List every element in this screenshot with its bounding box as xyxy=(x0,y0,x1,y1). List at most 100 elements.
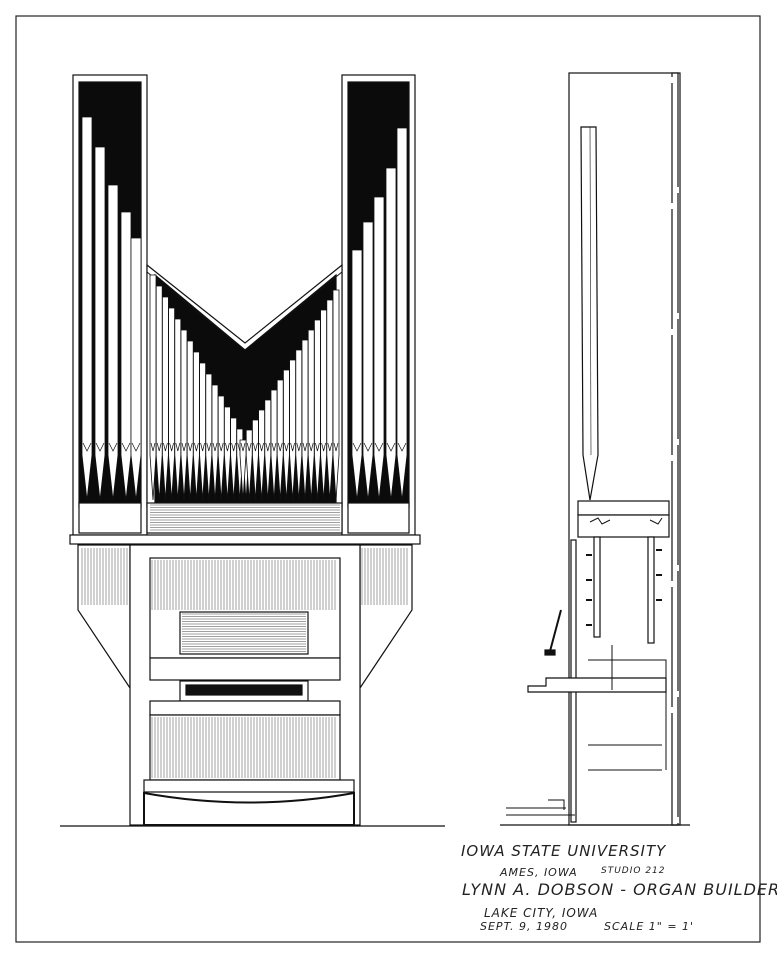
impost xyxy=(69,534,421,545)
organ-pipe xyxy=(174,318,182,501)
right-pipe-shelf xyxy=(347,502,410,534)
organ-pipe xyxy=(239,439,247,501)
pipe-mouth xyxy=(200,442,205,452)
institution-label: IOWA STATE UNIVERSITY xyxy=(461,842,667,860)
builder-location-label: LAKE CITY, IOWA xyxy=(484,906,599,920)
pipe-mouth xyxy=(131,442,141,452)
organ-pipe xyxy=(130,237,142,501)
organ-pipe xyxy=(224,406,231,501)
front-elevation xyxy=(60,74,445,827)
keys xyxy=(185,684,303,696)
organ-pipe xyxy=(314,319,321,501)
pipe-mouth xyxy=(95,442,105,452)
organ-pipe xyxy=(320,309,327,501)
pipe-mouth xyxy=(246,442,252,452)
desk-hinge xyxy=(544,649,556,656)
pipe-mouth xyxy=(163,442,168,452)
organ-pipe xyxy=(162,296,169,501)
side-section xyxy=(500,72,690,826)
pipe-mouth xyxy=(206,442,212,452)
pipe-mouth xyxy=(290,442,295,452)
pipe-mouth xyxy=(327,442,333,452)
pipe-mouth xyxy=(352,442,362,452)
pipe-mouth xyxy=(150,442,156,452)
pipe-mouth xyxy=(374,442,384,452)
pipe-mouth xyxy=(397,442,407,452)
organ-pipe xyxy=(326,299,334,501)
pipe-mouth xyxy=(156,442,162,452)
left-pipe-shelf xyxy=(78,502,142,534)
back-wall xyxy=(671,72,679,826)
pipe-mouth xyxy=(212,442,218,452)
pipe-mouth xyxy=(181,442,187,452)
organ-pipe xyxy=(168,307,175,501)
location-label: AMES, IOWA xyxy=(500,866,578,879)
wood-grain xyxy=(81,504,408,778)
bench-top xyxy=(143,779,355,793)
pipe-mouth xyxy=(333,442,339,452)
strut-right xyxy=(647,536,655,644)
pipe-mouth xyxy=(265,442,271,452)
organ-pipe xyxy=(107,184,119,501)
pipe-mouth xyxy=(218,442,224,452)
front-pipes xyxy=(81,116,408,501)
organ-pipe xyxy=(396,127,408,501)
music-desk-side xyxy=(548,609,562,656)
organ-pipe xyxy=(351,249,363,501)
pipe-mouth xyxy=(169,442,174,452)
pipe-mouth xyxy=(240,442,246,452)
side-pipe xyxy=(580,126,599,501)
center-cornice xyxy=(146,271,343,351)
pipe-mouth xyxy=(187,442,193,452)
organ-pipe xyxy=(81,116,93,501)
organ-pipe xyxy=(193,351,200,501)
organ-pipe xyxy=(362,221,374,501)
pipe-mouth xyxy=(231,442,236,452)
organ-pipe xyxy=(205,373,213,501)
organ-pipe xyxy=(332,289,340,501)
pipe-mouth xyxy=(259,442,264,452)
pedal-side xyxy=(506,799,575,816)
organ-pipe xyxy=(373,196,385,501)
scale-label: SCALE 1" = 1' xyxy=(604,920,695,933)
organ-pipe xyxy=(385,167,397,501)
pipe-mouth xyxy=(225,442,230,452)
windchest xyxy=(577,514,670,538)
pallet-detail xyxy=(589,517,663,525)
organ-pipe xyxy=(180,329,188,501)
pipe-mouth xyxy=(82,442,92,452)
organ-pipe xyxy=(120,211,132,501)
tracker-action xyxy=(588,645,667,771)
strut-left xyxy=(593,536,601,638)
windchest-top xyxy=(577,500,670,516)
organ-pipe xyxy=(217,395,225,501)
organ-pipe xyxy=(155,285,163,501)
action-pins xyxy=(586,549,662,626)
builder-label: LYNN A. DOBSON - ORGAN BUILDER xyxy=(462,880,777,899)
center-pipe-shelf xyxy=(146,502,343,534)
key-cheek xyxy=(149,700,341,716)
pipe-mouth xyxy=(296,442,302,452)
organ-pipe xyxy=(211,384,219,501)
side-pipe-centerline xyxy=(589,126,592,456)
sheet-border xyxy=(15,15,761,943)
pipe-mouth xyxy=(284,442,289,452)
pipe-mouth xyxy=(253,442,258,452)
date-label: SEPT. 9, 1980 xyxy=(480,920,568,933)
pipe-mouth xyxy=(194,442,199,452)
studio-label: STUDIO 212 xyxy=(601,866,666,876)
pipe-mouth xyxy=(308,442,314,452)
music-rack xyxy=(179,611,309,655)
pipe-mouth xyxy=(277,442,283,452)
pipe-mouth xyxy=(315,442,320,452)
pipe-mouth xyxy=(271,442,277,452)
organ-pipe xyxy=(199,362,206,501)
organ-pipe xyxy=(307,329,315,501)
organ-pipe xyxy=(94,146,106,501)
pipe-mouth xyxy=(175,442,181,452)
keyboard-side xyxy=(527,677,667,693)
pipe-mouth xyxy=(363,442,373,452)
lower-case-left-wing xyxy=(77,544,131,690)
pipe-mouth xyxy=(386,442,396,452)
